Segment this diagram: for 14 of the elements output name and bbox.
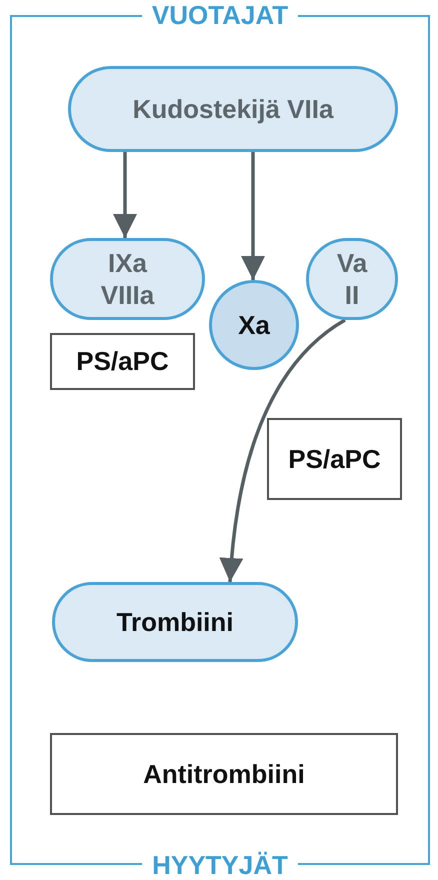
node-label: PS/aPC (76, 345, 169, 378)
arrow (113, 152, 137, 238)
node-label: Trombiini (116, 606, 234, 638)
node-label: Antitrombiini (143, 758, 305, 790)
node-label: PS/aPC (288, 442, 381, 476)
process-box (267, 418, 402, 500)
node-label: IXa VIIIa (100, 246, 156, 312)
node-label: Va II (336, 246, 368, 312)
process-box (50, 333, 195, 390)
arrow (241, 152, 265, 280)
process-box (50, 733, 398, 815)
arrow (220, 318, 346, 582)
node-label: Xa (238, 308, 270, 342)
node-label: Kudostekijä VIIa (132, 92, 334, 126)
